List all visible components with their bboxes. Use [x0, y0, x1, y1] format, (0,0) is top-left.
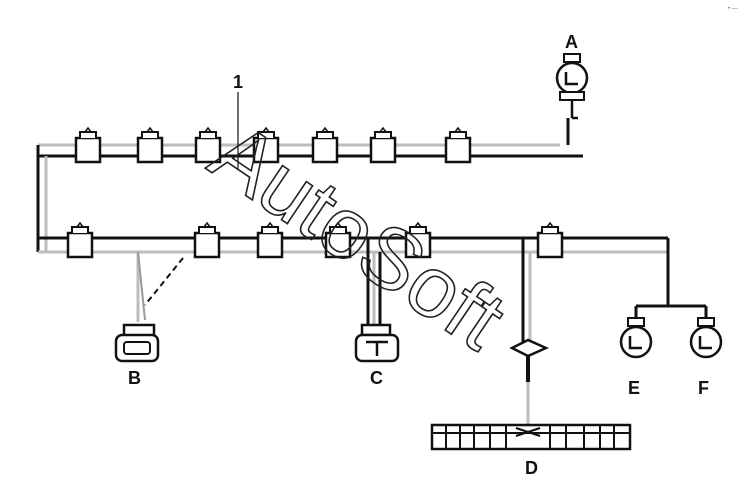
inline-connector: [444, 126, 472, 164]
connector-b-label: B: [128, 368, 141, 388]
connector-c: [354, 323, 400, 363]
connector-f: [689, 316, 723, 359]
connector-d-label: D: [525, 458, 538, 478]
connector-f-label: F: [698, 378, 709, 398]
inline-connector: [369, 126, 397, 164]
inline-connector: [136, 126, 164, 164]
connector-b: [114, 323, 160, 363]
inline-connector: [193, 221, 221, 259]
corner-mark: • —: [728, 6, 738, 12]
connector-e: [619, 316, 653, 359]
inline-connector: [74, 126, 102, 164]
connector-d: [430, 338, 632, 451]
connector-a: [555, 52, 589, 101]
connector-c-label: C: [370, 368, 383, 388]
connector-a-label: A: [565, 32, 578, 52]
connector-e-label: E: [628, 378, 640, 398]
harness-wires: [36, 92, 708, 425]
inline-connector: [536, 221, 564, 259]
callout-1-label: 1: [233, 72, 243, 92]
inline-connector: [66, 221, 94, 259]
